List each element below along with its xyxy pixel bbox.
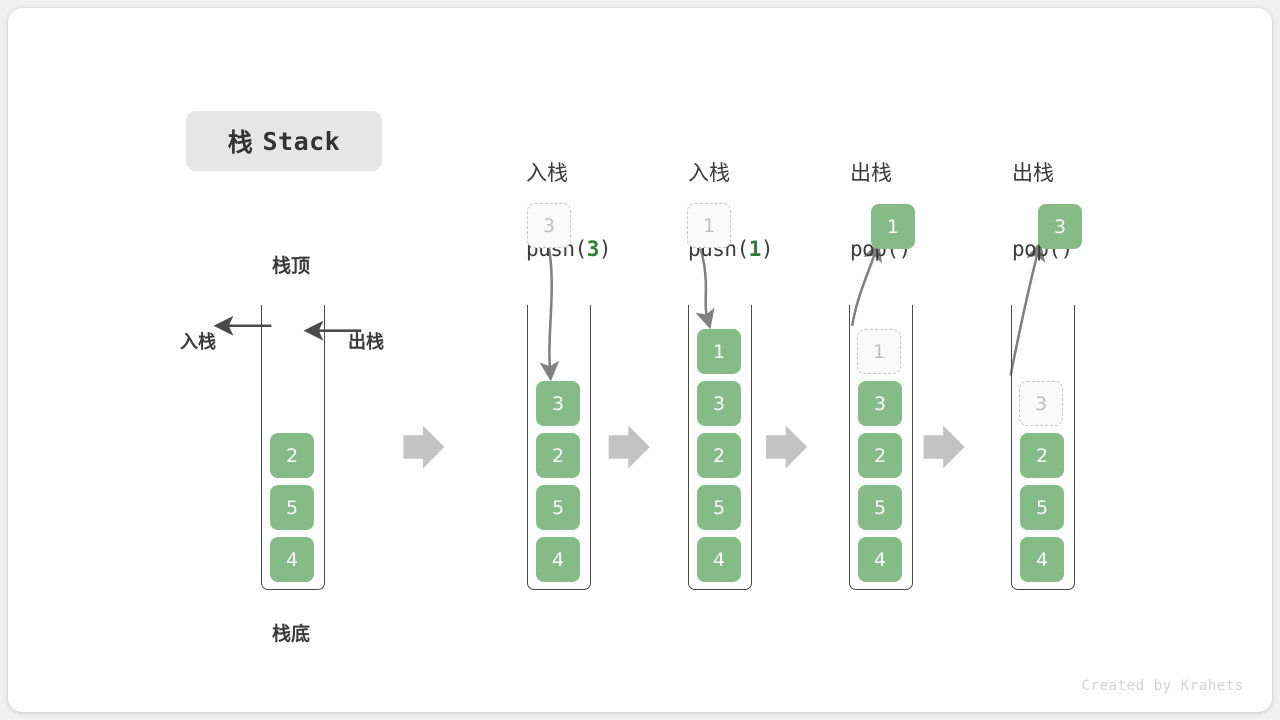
code-suffix: ) (598, 236, 612, 261)
cell-value: 1 (702, 214, 716, 237)
stack-cell: 2 (1020, 433, 1064, 478)
stack-cell: 5 (697, 485, 741, 530)
stack-container (527, 305, 591, 590)
push-side-label: 入栈 (180, 332, 216, 353)
cell-value: 1 (872, 340, 886, 363)
stack-container (688, 305, 752, 590)
cell-value: 1 (712, 340, 726, 363)
cell-value: 5 (1035, 496, 1049, 519)
cell-value: 4 (712, 548, 726, 571)
page-title-cn: 栈 (227, 128, 263, 157)
cell-value: 5 (712, 496, 726, 519)
cell-value: 4 (285, 548, 299, 571)
cell-value: 4 (873, 548, 887, 571)
popped-cell: 1 (871, 204, 915, 249)
incoming-ghost-cell: 1 (687, 203, 731, 248)
column-header-push-3: 入栈 push(3) (526, 114, 612, 310)
stack-cell: 2 (858, 433, 902, 478)
stack-cell: 2 (536, 433, 580, 478)
outgoing-ghost-cell: 3 (1019, 381, 1063, 426)
stack-cell: 5 (536, 485, 580, 530)
stack-cell: 5 (858, 485, 902, 530)
diagram-title: 栈 Stack (186, 111, 382, 171)
stack-cell: 5 (270, 485, 314, 530)
cell-value: 3 (551, 392, 565, 415)
popped-cell: 3 (1038, 204, 1082, 249)
stack-cell: 4 (1020, 537, 1064, 582)
stack-cell: 3 (536, 381, 580, 426)
cell-value: 3 (542, 214, 556, 237)
cell-value: 3 (1034, 392, 1048, 415)
outgoing-ghost-cell: 1 (857, 329, 901, 374)
stack-cell: 4 (270, 537, 314, 582)
cell-value: 3 (873, 392, 887, 415)
stack-cell: 4 (536, 537, 580, 582)
code-argument: 3 (586, 236, 600, 261)
cell-value: 4 (1035, 548, 1049, 571)
stack-container (1011, 305, 1075, 590)
header-cn-label: 入栈 (688, 161, 730, 186)
page-title-en: Stack (262, 126, 341, 156)
header-cn-label: 出栈 (850, 161, 892, 186)
diagram-card: 栈 Stack 栈顶 栈底 入栈 出栈 (8, 8, 1272, 712)
cell-value: 5 (285, 496, 299, 519)
cell-value: 2 (1035, 444, 1049, 467)
attribution-footer: Created by Krahets (1081, 678, 1244, 694)
cell-value: 3 (712, 392, 726, 415)
stack-cell: 2 (697, 433, 741, 478)
stack-cell: 5 (1020, 485, 1064, 530)
stack-cell: 3 (697, 381, 741, 426)
stack-cell: 3 (858, 381, 902, 426)
cell-value: 5 (873, 496, 887, 519)
cell-value: 1 (886, 215, 900, 238)
stack-cell: 4 (858, 537, 902, 582)
step-separator-arrow-3 (766, 425, 808, 469)
step-separator-arrow-1 (403, 425, 445, 469)
cell-value: 4 (551, 548, 565, 571)
stack-cell: 2 (270, 433, 314, 478)
stack-container (261, 305, 325, 590)
stack-container (849, 305, 913, 590)
cell-value: 3 (1053, 215, 1067, 238)
cell-value: 2 (712, 444, 726, 467)
stack-top-label: 栈顶 (271, 255, 310, 277)
step-separator-arrow-4 (923, 425, 965, 469)
stack-cell: 4 (697, 537, 741, 582)
code-suffix: ) (760, 236, 774, 261)
step-separator-arrow-2 (608, 425, 650, 469)
stack-cell: 1 (697, 329, 741, 374)
header-cn-label: 出栈 (1012, 161, 1054, 186)
cell-value: 2 (285, 444, 299, 467)
pop-side-label: 出栈 (348, 332, 384, 353)
column-header-pop-1: 出栈 pop() (850, 114, 911, 310)
cell-value: 2 (551, 444, 565, 467)
code-argument: 1 (748, 236, 762, 261)
stack-bottom-label: 栈底 (271, 623, 310, 645)
header-cn-label: 入栈 (526, 161, 568, 186)
cell-value: 5 (551, 496, 565, 519)
cell-value: 2 (873, 444, 887, 467)
incoming-ghost-cell: 3 (527, 203, 571, 248)
